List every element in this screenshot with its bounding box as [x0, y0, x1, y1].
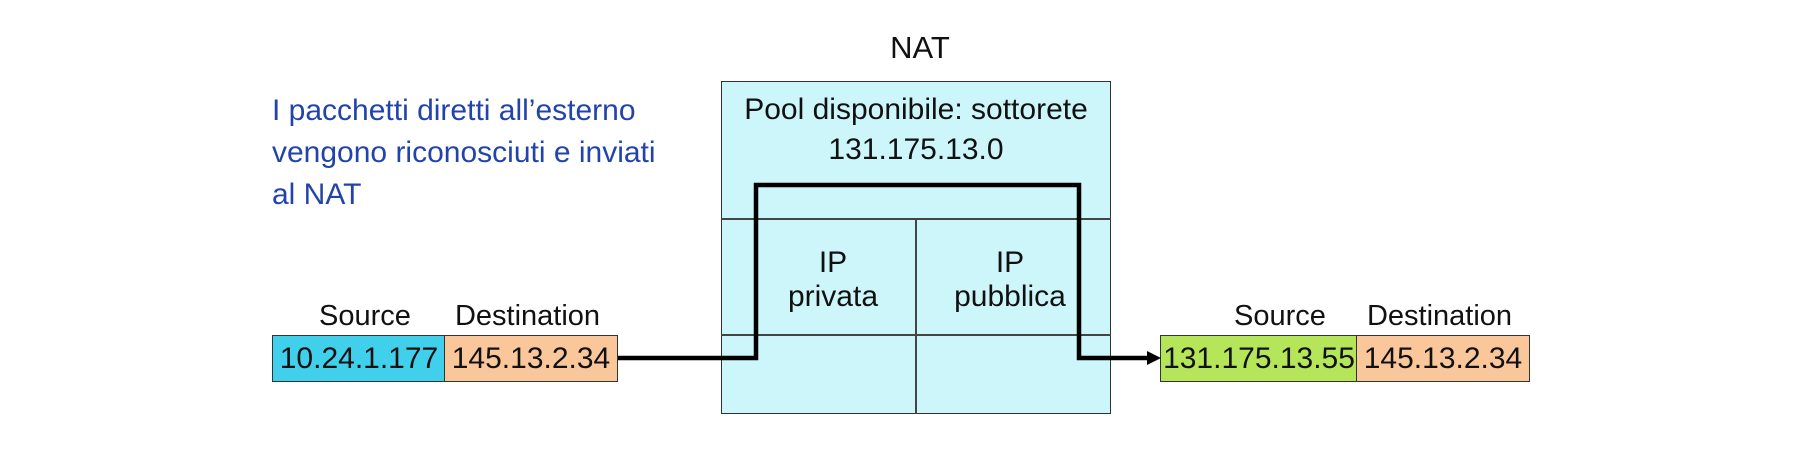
column-ip-pubblica-line-1: IP — [995, 246, 1025, 279]
packet-in-source-ip: 10.24.1.177 — [272, 335, 446, 382]
packet-out-source-label: Source — [1234, 300, 1326, 332]
intro-line-3: al NAT — [272, 178, 362, 211]
packet-out-source-ip: 131.175.13.55 — [1160, 335, 1358, 382]
pool-label: Pool disponibile: sottorete 131.175.13.0 — [721, 90, 1111, 170]
pool-label-line-1: Pool disponibile: sottorete — [744, 93, 1088, 126]
nat-divider-vertical — [915, 218, 917, 414]
intro-line-1: I pacchetti diretti all’esterno — [272, 94, 636, 127]
arrowhead-icon — [1147, 351, 1161, 365]
column-ip-privata-line-2: privata — [787, 280, 879, 313]
packet-out-destination-ip: 145.13.2.34 — [1356, 335, 1530, 382]
column-ip-pubblica: IP pubblica — [925, 246, 1095, 314]
packet-out-destination-label: Destination — [1366, 300, 1513, 332]
pool-subnet: 131.175.13.0 — [828, 133, 1004, 166]
column-ip-privata: IP privata — [748, 246, 918, 314]
nat-title: NAT — [890, 30, 950, 65]
intro-line-2: vengono riconosciuti e inviati — [272, 136, 656, 169]
packet-in-source-label: Source — [319, 300, 411, 332]
column-ip-pubblica-line-2: pubblica — [954, 280, 1066, 313]
intro-text: I pacchetti diretti all’esterno vengono … — [272, 90, 692, 216]
nat-path-line — [618, 182, 1150, 361]
column-ip-privata-line-1: IP — [818, 246, 848, 279]
packet-in-destination-label: Destination — [454, 300, 601, 332]
packet-in-destination-ip: 145.13.2.34 — [444, 335, 618, 382]
